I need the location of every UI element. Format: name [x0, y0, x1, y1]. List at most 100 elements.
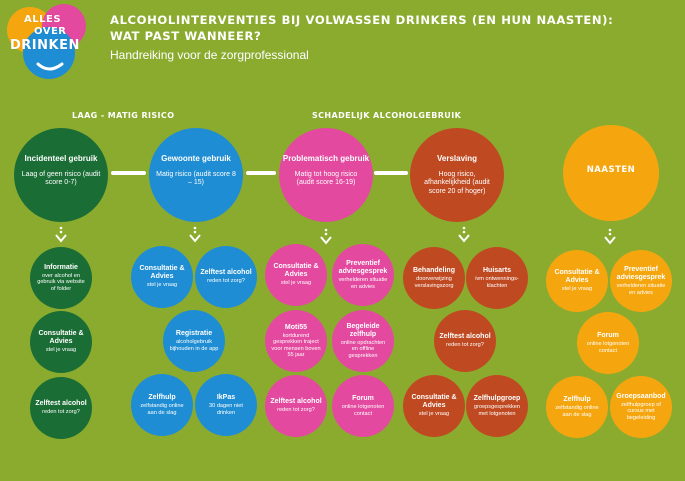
intervention-description: groepsgesprekken met lotgenoten — [473, 404, 521, 417]
section-label-low-risk: LAAG - MATIG RISICO — [72, 111, 175, 120]
arrow-down-icon — [458, 226, 470, 243]
stage-circle-relatives: NAASTEN — [563, 125, 659, 221]
stage-title: Verslaving — [436, 154, 478, 163]
intervention-consultation: Consultatie & Advies stel je vraag — [131, 246, 193, 308]
arrow-down-icon — [189, 226, 201, 243]
stage-subtitle: Hoog risico, afhankelijkheid (audit scor… — [424, 170, 490, 195]
intervention-registration: Registratie alcoholgebruik bijhouden in … — [163, 310, 225, 372]
stage-circle-incidental: Incidenteel gebruik Laag of geen risico … — [14, 128, 108, 222]
intervention-consultation: Consultatie & Advies stel je vraag — [403, 375, 465, 437]
intervention-self-help: Zelfhulp zelfstandig online aan de slag — [131, 374, 193, 436]
intervention-title: Preventief adviesgesprek — [616, 266, 666, 281]
intervention-description: alcoholgebruik bijhouden in de app — [169, 339, 219, 352]
intervention-description: stel je vraag — [418, 411, 450, 418]
intervention-description: online opdrachten en offline gesprekken — [340, 339, 386, 359]
intervention-description: verhelderen situatie en advies — [616, 283, 666, 296]
intervention-title: Informatie — [44, 263, 78, 271]
intervention-title: Moti55 — [284, 323, 308, 331]
connector-line — [111, 171, 146, 175]
arrow-down-icon — [55, 226, 67, 243]
intervention-consultation: Consultatie & Advies stel je vraag — [546, 250, 608, 312]
intervention-title: Forum — [352, 395, 374, 402]
intervention-title: Registratie — [175, 330, 213, 337]
stage-title: Problematisch gebruik — [282, 154, 370, 163]
stage-circle-problematic: Problematisch gebruik Matig tot hoog ris… — [279, 128, 373, 222]
intervention-title: Huisarts — [482, 267, 511, 274]
intervention-description: reden tot zorg? — [207, 278, 245, 285]
stage-subtitle: Laag of geen risico (audit score 0-7) — [21, 170, 101, 187]
intervention-title: Zelfhulp — [148, 394, 176, 401]
intervention-description: verhelderen situatie en advies — [338, 277, 388, 290]
connector-line — [246, 171, 276, 175]
intervention-forum: Forum online lotgenoten contact — [332, 375, 394, 437]
intervention-self-help-group: Zelfhulpgroep groepsgesprekken met lotge… — [466, 375, 528, 437]
intervention-title: Zelftest alcohol — [200, 269, 252, 277]
intervention-description: over alcohol en gebruik via website of f… — [37, 272, 85, 292]
stage-title: NAASTEN — [586, 165, 636, 175]
intervention-description: doorverwijzing verslavingszorg — [414, 276, 454, 289]
stage-subtitle: Matig tot hoog risico (audit score 16-19… — [294, 170, 358, 187]
page-title-line-2: WAT PAST WANNEER? — [110, 29, 262, 43]
intervention-forum: Forum online lotgenoten contact — [577, 312, 639, 374]
intervention-title: Consultatie & Advies — [38, 330, 84, 346]
intervention-self-test: Zelftest alcohol reden tot zorg? — [265, 375, 327, 437]
intervention-ikpas: IkPas 30 dagen niet drinken — [195, 374, 257, 436]
intervention-group-offer: Groepsaanbod zelfhulpgroep of cursus met… — [610, 376, 672, 438]
intervention-title: Preventief adviesgesprek — [338, 260, 388, 275]
stage-title: Incidenteel gebruik — [24, 154, 98, 163]
intervention-consultation: Consultatie & Advies stel je vraag — [265, 244, 327, 306]
intervention-self-test: Zelftest alcohol reden tot zorg? — [195, 246, 257, 308]
arrow-down-icon — [604, 228, 616, 245]
section-label-harmful: SCHADELIJK ALCOHOLGEBRUIK — [312, 111, 462, 120]
intervention-treatment: Behandeling doorverwijzing verslavingszo… — [403, 247, 465, 309]
intervention-description: stel je vraag — [45, 347, 77, 354]
intervention-title: Consultatie & Advies — [554, 269, 600, 285]
stage-circle-addiction: Verslaving Hoog risico, afhankelijkheid … — [410, 128, 504, 222]
intervention-description: stel je vraag — [280, 280, 312, 287]
intervention-preventive-talk: Preventief adviesgesprek verhelderen sit… — [610, 250, 672, 312]
logo-line-2: OVER — [34, 26, 67, 37]
intervention-title: Zelftest alcohol — [35, 400, 87, 408]
intervention-description: reden tot zorg? — [446, 342, 484, 349]
logo-circles-icon — [7, 4, 86, 79]
intervention-title: Groepsaanbod — [616, 392, 666, 400]
intervention-description: stel je vraag — [146, 282, 178, 289]
intervention-title: Forum — [597, 332, 619, 339]
intervention-title: Zelfhulp — [563, 396, 591, 403]
intervention-title: Consultatie & Advies — [411, 394, 457, 410]
intervention-title: Zelftest alcohol — [270, 398, 322, 406]
connector-line — [374, 171, 408, 175]
intervention-information: Informatie over alcohol en gebruik via w… — [30, 247, 92, 309]
intervention-description: online lotgenoten contact — [586, 341, 630, 354]
logo: ALLES OVER DRINKEN — [2, 2, 102, 82]
intervention-self-test: Zelftest alcohol reden tot zorg? — [30, 377, 92, 439]
intervention-title: IkPas — [216, 394, 236, 401]
intervention-preventive-talk: Preventief adviesgesprek verhelderen sit… — [332, 244, 394, 306]
intervention-description: zelfstandig online aan de slag — [140, 403, 184, 416]
intervention-self-test: Zelftest alcohol reden tot zorg? — [434, 310, 496, 372]
intervention-description: ivm ontwennings-klachten — [475, 276, 519, 289]
intervention-description: online lotgenoten contact — [341, 404, 385, 417]
stage-title: Gewoonte gebruik — [161, 154, 231, 163]
arrow-down-icon — [320, 228, 332, 245]
intervention-description: reden tot zorg? — [277, 407, 315, 414]
intervention-title: Begeleide zelfhulp — [346, 322, 380, 338]
intervention-guided-self-help: Begeleide zelfhulp online opdrachten en … — [332, 310, 394, 372]
intervention-self-help: Zelfhulp zelfstandig online aan de slag — [546, 376, 608, 438]
intervention-description: stel je vraag — [561, 286, 593, 293]
stage-subtitle: Matig risico (audit score 8 – 15) — [156, 170, 236, 187]
intervention-title: Consultatie & Advies — [273, 263, 319, 279]
page-subtitle: Handreiking voor de zorgprofessional — [110, 48, 309, 62]
intervention-consultation: Consultatie & Advies stel je vraag — [30, 311, 92, 373]
intervention-title: Zelftest alcohol — [439, 333, 491, 341]
intervention-title: Zelfhulpgroep — [473, 395, 521, 402]
intervention-title: Behandeling — [412, 267, 455, 274]
stage-circle-habit: Gewoonte gebruik Matig risico (audit sco… — [149, 128, 243, 222]
page-title-line-1: ALCOHOLINTERVENTIES BIJ VOLWASSEN DRINKE… — [110, 13, 614, 27]
intervention-description: 30 dagen niet drinken — [209, 403, 243, 416]
intervention-description: zelfhulpgroep of cursus met begeleiding — [621, 401, 661, 421]
intervention-description: kortdurend gesprekken traject voor mense… — [271, 332, 321, 359]
logo-line-1: ALLES — [24, 14, 62, 25]
intervention-title: Consultatie & Advies — [139, 265, 185, 281]
